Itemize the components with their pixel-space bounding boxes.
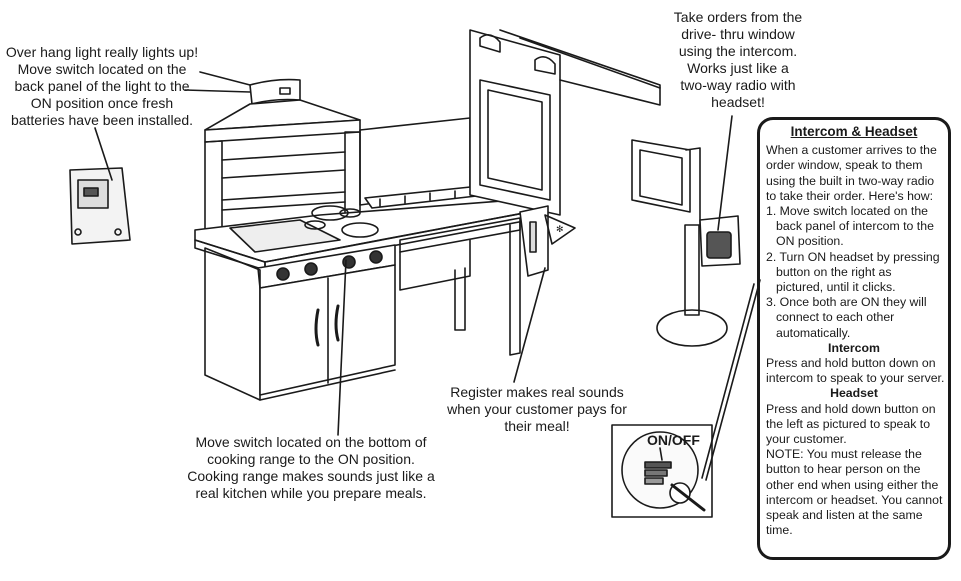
intercom-headset-panel: Intercom & Headset When a customer arriv… — [757, 117, 951, 560]
svg-text:✻: ✻ — [556, 224, 564, 234]
counter-top — [194, 185, 541, 271]
panel-title: Intercom & Headset — [790, 124, 918, 139]
overhang-light — [199, 71, 361, 143]
range-callout: Move switch located on the bottom of coo… — [187, 434, 435, 501]
drive-thru-callout: Take orders from the drive- thru window … — [673, 9, 803, 110]
stove-burners — [304, 205, 379, 238]
leader-lines — [184, 89, 761, 481]
register-callout: Register makes real sounds when your cus… — [447, 384, 627, 434]
prep-table — [399, 217, 521, 356]
light-switch-detail-inset — [69, 127, 131, 245]
onoff-label: ON/OFF — [647, 432, 700, 448]
headset-heading: Headset — [830, 386, 878, 401]
onoff-switch-detail-inset — [611, 424, 713, 518]
lower-cabinet — [204, 247, 396, 401]
cash-register: ✻ — [519, 205, 576, 277]
intercom-stand — [631, 139, 741, 347]
drive-thru-window — [469, 29, 661, 216]
intercom-heading: Intercom — [828, 340, 880, 355]
light-callout: Over hang light really lights up! Move s… — [5, 44, 199, 128]
